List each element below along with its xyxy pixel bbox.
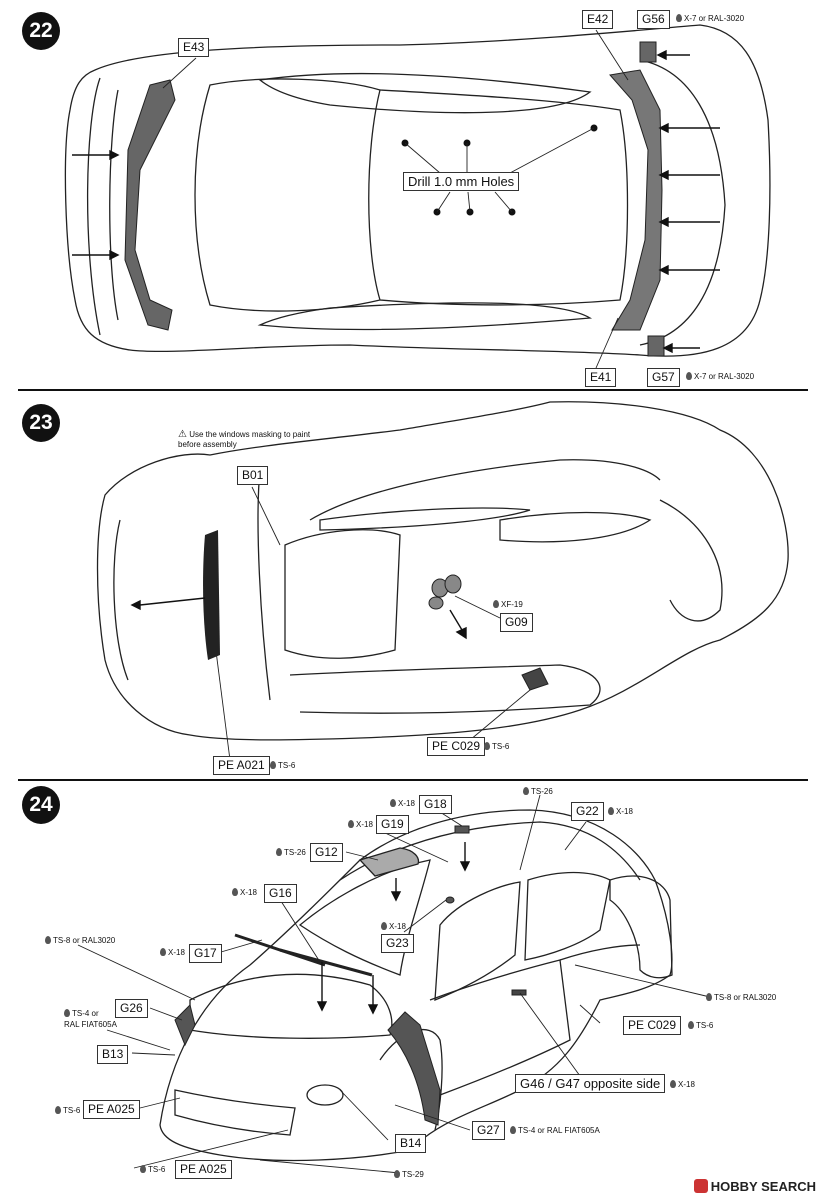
paint-drop-icon: [676, 14, 682, 22]
paint-pe-a025-bottom: TS-6: [140, 1165, 165, 1175]
watermark: HOBBY SEARCH: [693, 1179, 816, 1194]
step-number-22: 22: [22, 12, 60, 50]
part-label-b13: B13: [97, 1045, 129, 1064]
paint-g23: X-18: [381, 922, 406, 932]
paint-drop-icon: [390, 799, 396, 807]
step22-car-topview-drawing: [64, 24, 771, 369]
paint-drop-icon: [670, 1080, 676, 1088]
part-label-b01: B01: [237, 466, 269, 485]
part-label-pe-a021: PE A021: [213, 756, 270, 775]
paint-drop-icon: [348, 820, 354, 828]
part-label-e43: E43: [178, 38, 210, 57]
paint-ts8-front: TS-8 or RAL3020: [45, 936, 115, 946]
part-label-e42: E42: [582, 10, 614, 29]
part-label-g27: G27: [472, 1121, 505, 1140]
step-number-23: 23: [22, 404, 60, 442]
paint-drop-icon: [160, 948, 166, 956]
part-label-g46-g47: G46 / G47 opposite side: [515, 1074, 666, 1093]
paint-g22: X-18: [608, 807, 633, 817]
paint-drop-icon: [688, 1021, 694, 1029]
paint-ts29: TS-29: [394, 1170, 424, 1180]
part-label-g09: G09: [500, 613, 533, 632]
warning-icon: ⚠: [178, 429, 187, 440]
masking-warning: ⚠ Use the windows masking to paint befor…: [178, 429, 311, 450]
paint-g16: X-18: [232, 888, 257, 898]
part-label-g22: G22: [571, 802, 604, 821]
paint-pe-a025-top: TS-6: [55, 1106, 80, 1116]
part-label-g57: G57: [647, 368, 680, 387]
part-label-g26: G26: [115, 999, 148, 1018]
part-label-b14: B14: [395, 1134, 427, 1153]
paint-g56: X-7 or RAL-3020: [676, 14, 744, 24]
part-label-g16: G16: [264, 884, 297, 903]
part-label-pe-a025-top: PE A025: [83, 1100, 140, 1119]
paint-drop-icon: [394, 1170, 400, 1178]
paint-drop-icon: [140, 1165, 146, 1173]
paint-drop-icon: [686, 372, 692, 380]
part-label-g56: G56: [637, 10, 670, 29]
paint-g12: TS-26: [276, 848, 306, 858]
paint-g27: TS-4 or RAL FIAT605A: [510, 1126, 600, 1136]
paint-drop-icon: [493, 600, 499, 608]
paint-body-top: TS-26: [523, 787, 553, 797]
paint-drop-icon: [608, 807, 614, 815]
part-label-pe-a025-bottom: PE A025: [175, 1160, 232, 1179]
paint-drop-icon: [381, 922, 387, 930]
paint-drop-icon: [232, 888, 238, 896]
paint-drop-icon: [484, 742, 490, 750]
part-label-g12: G12: [310, 843, 343, 862]
paint-drop-icon: [706, 993, 712, 1001]
paint-g18: X-18: [390, 799, 415, 809]
paint-drop-icon: [523, 787, 529, 795]
paint-g57: X-7 or RAL-3020: [686, 372, 754, 382]
paint-drop-icon: [270, 761, 276, 769]
paint-pe-c029: TS-6: [484, 742, 509, 752]
paint-g19: X-18: [348, 820, 373, 830]
part-label-e41: E41: [585, 368, 617, 387]
part-label-g18: G18: [419, 795, 452, 814]
paint-g09: XF-19: [493, 600, 523, 610]
paint-drop-icon: [64, 1009, 70, 1017]
paint-pe-c029: TS-6: [688, 1021, 713, 1031]
paint-pe-a021: TS-6: [270, 761, 295, 771]
paint-g46: X-18: [670, 1080, 695, 1090]
part-label-g23: G23: [381, 934, 414, 953]
drill-note: Drill 1.0 mm Holes: [403, 172, 520, 191]
part-label-pe-c029: PE C029: [427, 737, 486, 756]
paint-drop-icon: [276, 848, 282, 856]
step-number-24: 24: [22, 786, 60, 824]
paint-body-side: TS-8 or RAL3020: [706, 993, 776, 1003]
step23-car-underside-drawing: [96, 401, 789, 761]
step-divider: [18, 779, 808, 781]
hobby-search-logo-icon: [693, 1179, 708, 1193]
part-label-g17: G17: [189, 944, 222, 963]
step-divider: [18, 389, 808, 391]
paint-drop-icon: [45, 936, 51, 944]
paint-drop-icon: [55, 1106, 61, 1114]
part-label-pe-c029: PE C029: [623, 1016, 682, 1035]
part-label-g19: G19: [376, 815, 409, 834]
paint-g17: X-18: [160, 948, 185, 958]
paint-drop-icon: [510, 1126, 516, 1134]
